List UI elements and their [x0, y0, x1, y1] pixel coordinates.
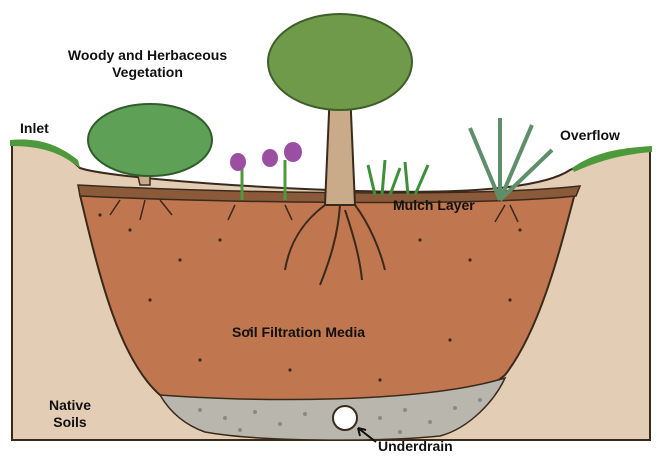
label-soil-filtration-media: Soil Filtration Media [232, 324, 365, 341]
label-mulch-layer: Mulch Layer [393, 197, 475, 214]
label-vegetation: Woody and Herbaceous Vegetation [40, 47, 255, 81]
label-underdrain: Underdrain [378, 438, 453, 455]
label-native-soils: Native Soils [30, 397, 110, 431]
underdrain-pipe [333, 406, 357, 430]
label-vegetation-line1: Woody and Herbaceous [40, 47, 255, 64]
label-native-line1: Native [30, 397, 110, 414]
label-native-line2: Soils [30, 414, 110, 431]
label-vegetation-line2: Vegetation [40, 64, 255, 81]
label-overflow: Overflow [560, 127, 620, 144]
grasses [368, 160, 428, 195]
label-inlet: Inlet [20, 120, 49, 137]
